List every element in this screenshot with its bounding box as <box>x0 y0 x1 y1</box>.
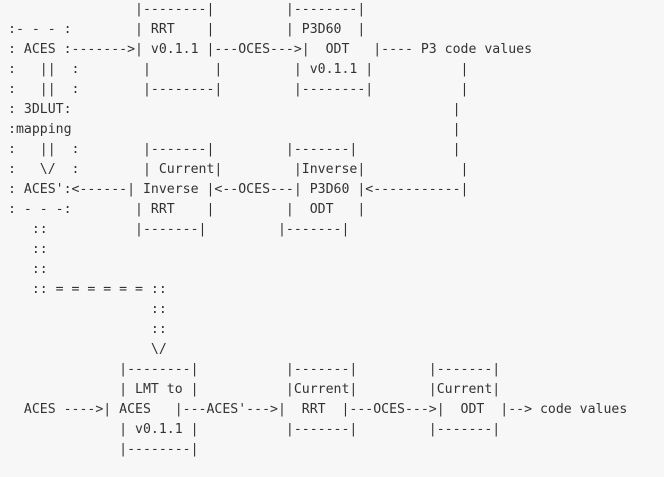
diagram-line: : ACES :------->| v0.1.1 |---OCES--->| O… <box>8 42 533 57</box>
diagram-line: :: <box>8 302 167 317</box>
diagram-line: :mapping | <box>8 122 461 137</box>
diagram-line: :: = = = = = = :: <box>8 282 167 297</box>
diagram-line: : || : |--------| |--------| | <box>8 82 469 97</box>
diagram-line: :: <box>8 322 167 337</box>
diagram-line: :: <box>8 262 48 277</box>
diagram-line: ACES ---->| ACES |---ACES'--->| RRT |---… <box>8 402 628 417</box>
diagram-line: :: <box>8 242 48 257</box>
diagram-line: : \/ : | Current| |Inverse| | <box>8 162 469 177</box>
diagram-line: : || : | | | v0.1.1 | | <box>8 62 469 77</box>
diagram-line: |--------| |-------| |-------| <box>8 362 501 377</box>
diagram-line: | LMT to | |Current| |Current| <box>8 382 501 397</box>
ascii-pipeline-diagram: |--------| |--------| :- - - : | RRT | | … <box>8 0 627 460</box>
diagram-line: | v0.1.1 | |-------| |-------| <box>8 422 501 437</box>
diagram-line: |--------| |--------| <box>8 2 366 17</box>
diagram-line: :: |-------| |-------| <box>8 222 350 237</box>
diagram-line: : ACES':<------| Inverse |<--OCES---| P3… <box>8 182 469 197</box>
diagram-line: : 3DLUT: | <box>8 102 461 117</box>
diagram-line: : || : |-------| |-------| | <box>8 142 461 157</box>
diagram-line: : - - -: | RRT | | ODT | <box>8 202 366 217</box>
diagram-line: |--------| <box>8 442 199 457</box>
diagram-line: \/ <box>8 342 167 357</box>
diagram-line: :- - - : | RRT | | P3D60 | <box>8 22 366 37</box>
